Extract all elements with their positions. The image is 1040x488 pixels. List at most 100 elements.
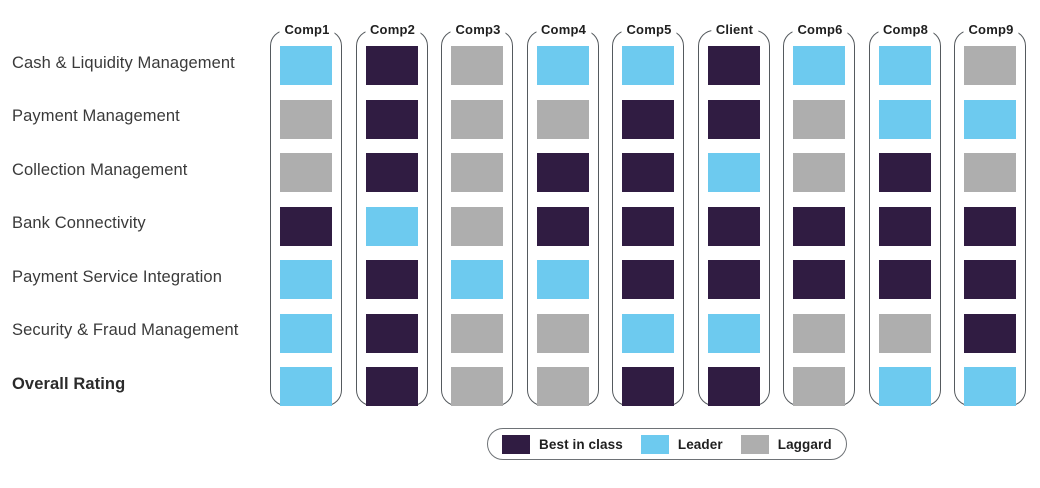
- rating-cell[interactable]: [878, 206, 931, 246]
- rating-cell[interactable]: [793, 206, 845, 246]
- legend-item: Laggard: [740, 434, 832, 454]
- rating-cell[interactable]: [964, 46, 1016, 85]
- column-header-comp2[interactable]: Comp2: [364, 22, 421, 38]
- column-header-client[interactable]: Client: [710, 22, 759, 38]
- rating-cell[interactable]: [536, 313, 589, 353]
- rating-cell[interactable]: [280, 313, 332, 353]
- rating-cell[interactable]: [622, 99, 674, 139]
- rating-cell[interactable]: [280, 206, 332, 246]
- vendor-column[interactable]: Comp2: [355, 22, 430, 410]
- rating-cell[interactable]: [964, 99, 1016, 139]
- rating-cell[interactable]: [878, 260, 931, 299]
- rating-cell[interactable]: [793, 260, 845, 299]
- legend-swatch-best: [502, 434, 530, 454]
- rating-cell[interactable]: [536, 99, 589, 139]
- rating-cell[interactable]: [964, 260, 1016, 299]
- vendor-column-cells: [441, 30, 513, 406]
- rating-cell[interactable]: [536, 367, 589, 406]
- rating-cell[interactable]: [878, 313, 931, 353]
- rating-cell[interactable]: [365, 206, 418, 246]
- rating-cell[interactable]: [280, 367, 332, 406]
- rating-cell[interactable]: [622, 206, 674, 246]
- rating-cell[interactable]: [365, 99, 418, 139]
- rating-cell[interactable]: [365, 46, 418, 85]
- vendor-column-cells: [612, 30, 684, 406]
- rating-cell[interactable]: [451, 313, 503, 353]
- rating-cell[interactable]: [280, 260, 332, 299]
- rating-cell[interactable]: [707, 367, 760, 406]
- rating-cell[interactable]: [878, 367, 931, 406]
- vendor-column[interactable]: Comp3: [441, 22, 515, 410]
- rating-cell[interactable]: [622, 367, 674, 406]
- rating-cell[interactable]: [536, 153, 589, 192]
- rating-cell[interactable]: [878, 46, 931, 85]
- vendor-column-cells: [869, 30, 941, 406]
- column-header-comp4[interactable]: Comp4: [535, 22, 592, 38]
- vendor-column-cells: [954, 30, 1026, 406]
- rating-cell[interactable]: [622, 46, 674, 85]
- rating-cell[interactable]: [280, 153, 332, 192]
- vendor-column-cells: [270, 30, 342, 406]
- rating-cell[interactable]: [365, 260, 418, 299]
- rating-cell[interactable]: [964, 313, 1016, 353]
- rating-cell[interactable]: [793, 99, 845, 139]
- rating-cell[interactable]: [793, 367, 845, 406]
- vendor-column[interactable]: Comp8: [868, 22, 943, 410]
- rating-cell[interactable]: [622, 260, 674, 299]
- rating-cell[interactable]: [707, 260, 760, 299]
- rating-cell[interactable]: [707, 313, 760, 353]
- legend-label: Leader: [677, 436, 723, 452]
- row-label: Payment Service Integration: [12, 267, 222, 286]
- row-label: Collection Management: [12, 160, 188, 179]
- rating-cell[interactable]: [451, 206, 503, 246]
- rating-cell[interactable]: [536, 46, 589, 85]
- column-header-comp1[interactable]: Comp1: [279, 22, 335, 38]
- rating-cell[interactable]: [793, 153, 845, 192]
- column-header-comp6[interactable]: Comp6: [792, 22, 848, 38]
- rating-cell[interactable]: [365, 367, 418, 406]
- rating-cell[interactable]: [707, 99, 760, 139]
- vendor-column[interactable]: Comp6: [783, 22, 857, 410]
- legend-swatch-leader: [640, 434, 669, 454]
- rating-cell[interactable]: [622, 153, 674, 192]
- rating-cell[interactable]: [365, 313, 418, 353]
- rating-cell[interactable]: [878, 99, 931, 139]
- rating-cell[interactable]: [707, 153, 760, 192]
- vendor-column[interactable]: Comp5: [612, 22, 686, 410]
- rating-cell[interactable]: [707, 46, 760, 85]
- rating-cell[interactable]: [451, 99, 503, 139]
- rating-cell[interactable]: [964, 367, 1016, 406]
- rating-cell[interactable]: [793, 46, 845, 85]
- column-header-comp9[interactable]: Comp9: [963, 22, 1019, 38]
- column-header-comp3[interactable]: Comp3: [450, 22, 506, 38]
- vendor-column[interactable]: Client: [697, 22, 772, 410]
- rating-cell[interactable]: [280, 99, 332, 139]
- rating-cell[interactable]: [536, 206, 589, 246]
- rating-cell[interactable]: [451, 46, 503, 85]
- vendor-column-cells: [783, 30, 855, 406]
- rating-cell[interactable]: [280, 46, 332, 85]
- rating-cell[interactable]: [964, 153, 1016, 192]
- column-header-comp8[interactable]: Comp8: [877, 22, 934, 38]
- rating-cell[interactable]: [793, 313, 845, 353]
- rating-cell[interactable]: [451, 260, 503, 299]
- legend-swatch-laggard: [740, 434, 769, 454]
- vendor-column[interactable]: Comp1: [270, 22, 344, 410]
- rating-cell[interactable]: [365, 153, 418, 192]
- rating-cell[interactable]: [878, 153, 931, 192]
- rating-cell[interactable]: [707, 206, 760, 246]
- legend-label: Laggard: [777, 436, 832, 452]
- column-header-comp5[interactable]: Comp5: [621, 22, 677, 38]
- vendor-column-cells: [527, 30, 599, 406]
- vendor-column[interactable]: Comp9: [954, 22, 1028, 410]
- rating-cell[interactable]: [451, 367, 503, 406]
- rating-cell[interactable]: [964, 206, 1016, 246]
- rating-cell[interactable]: [622, 313, 674, 353]
- legend-item: Leader: [640, 434, 723, 454]
- rating-cell[interactable]: [536, 260, 589, 299]
- vendor-column[interactable]: Comp4: [526, 22, 601, 410]
- rating-cell[interactable]: [451, 153, 503, 192]
